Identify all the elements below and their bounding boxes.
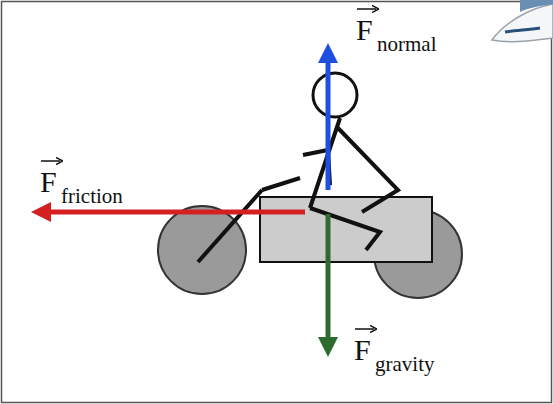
force-subscript: friction: [61, 186, 123, 207]
force-symbol: F: [40, 167, 57, 197]
force-symbol: F: [356, 15, 373, 45]
force-subscript: normal: [377, 34, 436, 55]
force-subscript: gravity: [375, 354, 434, 375]
force-symbol: F: [354, 335, 371, 365]
